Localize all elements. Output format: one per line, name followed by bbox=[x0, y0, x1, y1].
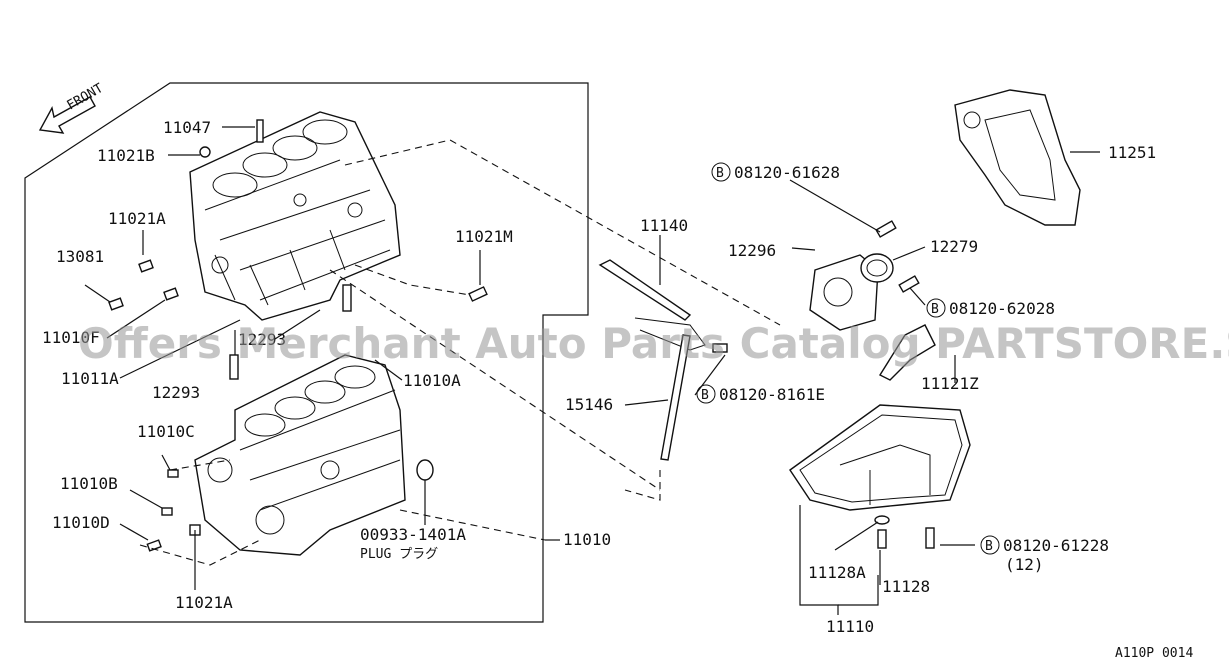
label-00933-1401A: 00933-1401A bbox=[360, 525, 466, 544]
bolt-marker-61628: B bbox=[711, 162, 731, 182]
front-arrow-icon bbox=[38, 96, 96, 134]
watermark: Offers Merchant Auto Parts Catalog PARTS… bbox=[78, 319, 1229, 368]
label-11021A-bottom: 11021A bbox=[175, 593, 233, 612]
label-08120-61228: 08120-61228 bbox=[1003, 536, 1109, 555]
label-11021M: 11021M bbox=[455, 227, 513, 246]
label-12293-a: 12293 bbox=[152, 383, 200, 402]
label-11010A: 11010A bbox=[403, 371, 461, 390]
label-15146: 15146 bbox=[565, 395, 613, 414]
label-11140: 11140 bbox=[640, 216, 688, 235]
label-11021B: 11021B bbox=[97, 146, 155, 165]
label-11128A: 11128A bbox=[808, 563, 866, 582]
block-group-outline bbox=[24, 82, 589, 623]
svg-text:B: B bbox=[701, 388, 709, 403]
label-11128: 11128 bbox=[882, 577, 930, 596]
label-plug: PLUG プラグ bbox=[360, 547, 438, 562]
label-13081: 13081 bbox=[56, 247, 104, 266]
label-11047: 11047 bbox=[163, 118, 211, 137]
label-11121Z: 11121Z bbox=[921, 374, 979, 393]
assembly-guide-lines bbox=[139, 139, 781, 566]
cylinder-block-assembly-drawing bbox=[189, 111, 401, 321]
cylinder-block-drawing bbox=[194, 354, 434, 556]
leader-lines bbox=[84, 126, 1100, 615]
label-qty-12: (12) bbox=[1005, 555, 1044, 574]
oil-pump-drawing bbox=[809, 220, 920, 331]
label-08120-8161E: 08120-8161E bbox=[719, 385, 825, 404]
rear-plate-drawing bbox=[954, 89, 1081, 226]
label-11110: 11110 bbox=[826, 617, 874, 636]
label-11010C: 11010C bbox=[137, 422, 195, 441]
block-fasteners bbox=[108, 119, 488, 552]
bolt-marker-8161E: B bbox=[696, 384, 716, 404]
svg-text:B: B bbox=[985, 539, 993, 554]
label-11010B: 11010B bbox=[60, 474, 118, 493]
label-11011A: 11011A bbox=[61, 369, 119, 388]
diagram-id: A110P 0014 bbox=[1115, 646, 1193, 661]
label-11010: 11010 bbox=[563, 530, 611, 549]
label-11010F: 11010F bbox=[42, 328, 100, 347]
bolt-marker-61228: B bbox=[980, 535, 1000, 555]
label-11010D: 11010D bbox=[52, 513, 110, 532]
svg-text:B: B bbox=[716, 166, 724, 181]
label-11251: 11251 bbox=[1108, 143, 1156, 162]
label-12293-b: 12293 bbox=[238, 330, 286, 349]
label-08120-62028: 08120-62028 bbox=[949, 299, 1055, 318]
label-08120-61628: 08120-61628 bbox=[734, 163, 840, 182]
oil-pan-drawing bbox=[789, 404, 971, 549]
label-11021A-top: 11021A bbox=[108, 209, 166, 228]
label-12296: 12296 bbox=[728, 241, 776, 260]
dipstick-drawing bbox=[598, 259, 728, 461]
bolt-marker-62028: B bbox=[926, 298, 946, 318]
label-12279: 12279 bbox=[930, 237, 978, 256]
oil-strainer-drawing bbox=[878, 324, 936, 381]
svg-text:B: B bbox=[931, 302, 939, 317]
